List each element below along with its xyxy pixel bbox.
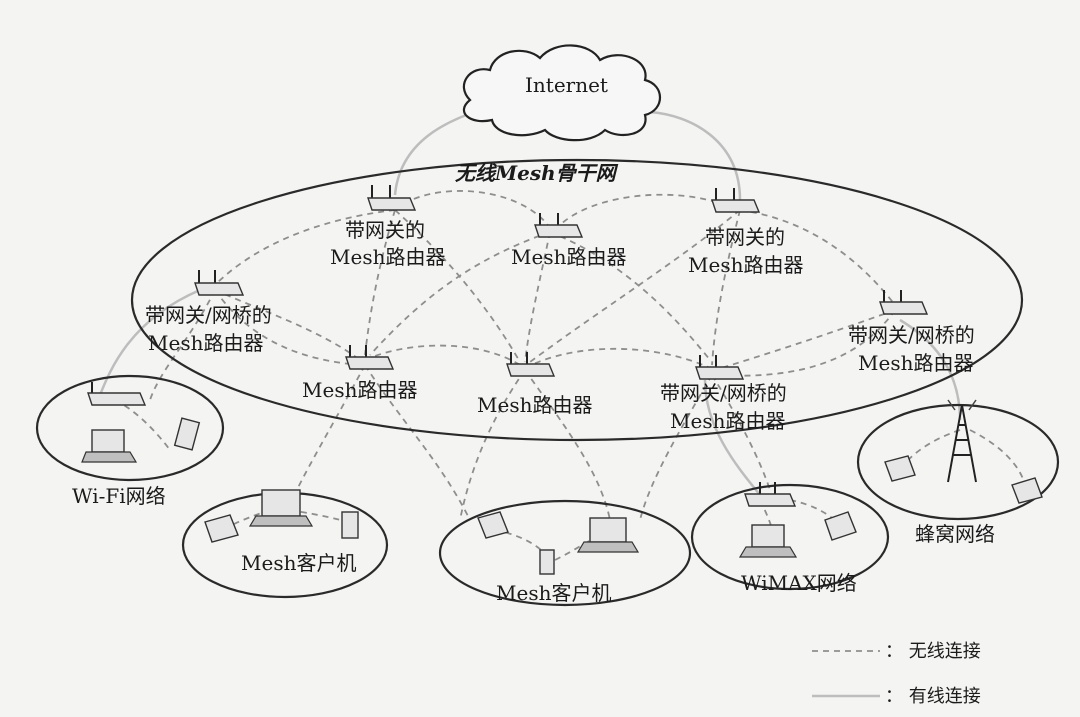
legend: ： 无线连接 ： 有线连接: [812, 641, 981, 707]
access-point-icon: [87, 392, 147, 406]
router-icon: [711, 199, 761, 213]
router-label: Mesh路由器: [302, 378, 417, 402]
wired-link: [98, 288, 201, 396]
router-gw-bridge-right: 带网关/网桥的 Mesh路由器: [848, 290, 975, 375]
internet-label: Internet: [525, 73, 608, 97]
wired-link: [649, 110, 742, 201]
router-label: Mesh路由器: [688, 253, 803, 277]
router-icon: [695, 366, 745, 380]
cluster-wimax: WiMAX网络: [690, 482, 890, 595]
backbone-ellipse: [130, 158, 1024, 442]
wired-link: [899, 318, 962, 421]
router-label: Mesh路由器: [858, 351, 973, 375]
pda-icon: [539, 549, 555, 575]
router-icon: [194, 282, 245, 296]
router-label: 带网关/网桥的: [660, 381, 787, 405]
router-label: 带网关/网桥的: [145, 303, 272, 327]
wired-link: [703, 379, 761, 496]
phone-icon: [884, 455, 916, 482]
router-label: 带网关/网桥的: [848, 323, 975, 347]
laptop-icon: [589, 517, 627, 543]
cluster-label: Wi-Fi网络: [72, 484, 166, 508]
cluster-mesh-client-2: Mesh客户机: [438, 499, 692, 607]
legend-wired-label: ： 有线连接: [885, 686, 981, 707]
cell-tower-icon: [947, 399, 977, 483]
router-label: Mesh路由器: [511, 245, 626, 269]
router-gw-1: 带网关的 Mesh路由器: [330, 185, 445, 269]
backbone-title: 无线Mesh骨干网: [455, 161, 619, 185]
router-gw-2: 带网关的 Mesh路由器: [688, 188, 803, 277]
router-icon: [367, 197, 417, 211]
router-center-top: Mesh路由器: [511, 213, 626, 269]
laptop-icon: [751, 524, 785, 548]
phone-icon: [204, 514, 239, 543]
cluster-cellular: 蜂窝网络: [856, 399, 1060, 546]
router-label: Mesh路由器: [477, 393, 592, 417]
pda-icon: [341, 511, 359, 539]
internet-cloud: Internet: [462, 44, 661, 142]
cluster-label: 蜂窝网络: [915, 522, 995, 546]
cluster-mesh-client-1: Mesh客户机: [181, 489, 389, 599]
laptop-icon: [261, 489, 301, 517]
router-center-mid: Mesh路由器: [477, 352, 592, 417]
router-gw-bridge-left: 带网关/网桥的 Mesh路由器: [145, 270, 272, 355]
router-icon: [534, 224, 584, 238]
phone-icon: [1011, 477, 1043, 504]
router-label: 带网关的: [345, 218, 425, 242]
router-icon: [345, 356, 395, 370]
router-icon: [879, 301, 929, 315]
cluster-label: Mesh客户机: [496, 581, 611, 605]
router-label: 带网关的: [705, 225, 785, 249]
router-gw-bridge-center: 带网关/网桥的 Mesh路由器: [660, 355, 787, 433]
wimax-router-icon: [744, 493, 797, 507]
laptop-icon: [91, 429, 125, 453]
router-label: Mesh路由器: [148, 331, 263, 355]
router-left-mid: Mesh路由器: [302, 345, 417, 402]
legend-wireless-label: ： 无线连接: [885, 641, 981, 662]
router-icon: [506, 363, 556, 377]
router-label: Mesh路由器: [330, 245, 445, 269]
pda-icon: [173, 417, 201, 451]
cluster-label: Mesh客户机: [241, 551, 356, 575]
router-label: Mesh路由器: [670, 409, 785, 433]
phone-icon: [824, 511, 857, 541]
cluster-label: WiMAX网络: [741, 571, 857, 595]
phone-icon: [477, 511, 509, 539]
cluster-wifi: Wi-Fi网络: [35, 374, 225, 508]
